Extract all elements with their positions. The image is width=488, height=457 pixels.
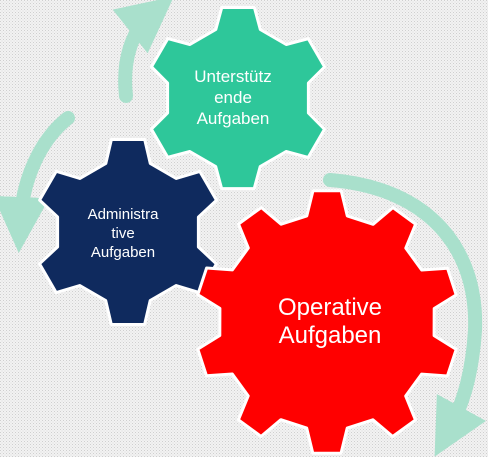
cycle-arrow-left [0, 111, 75, 253]
gear-administrative [38, 138, 218, 326]
cycle-arrow-top [112, 0, 174, 103]
cycle-arrow-right [323, 173, 486, 457]
gear-support [149, 5, 327, 191]
gear-operative [196, 189, 458, 455]
